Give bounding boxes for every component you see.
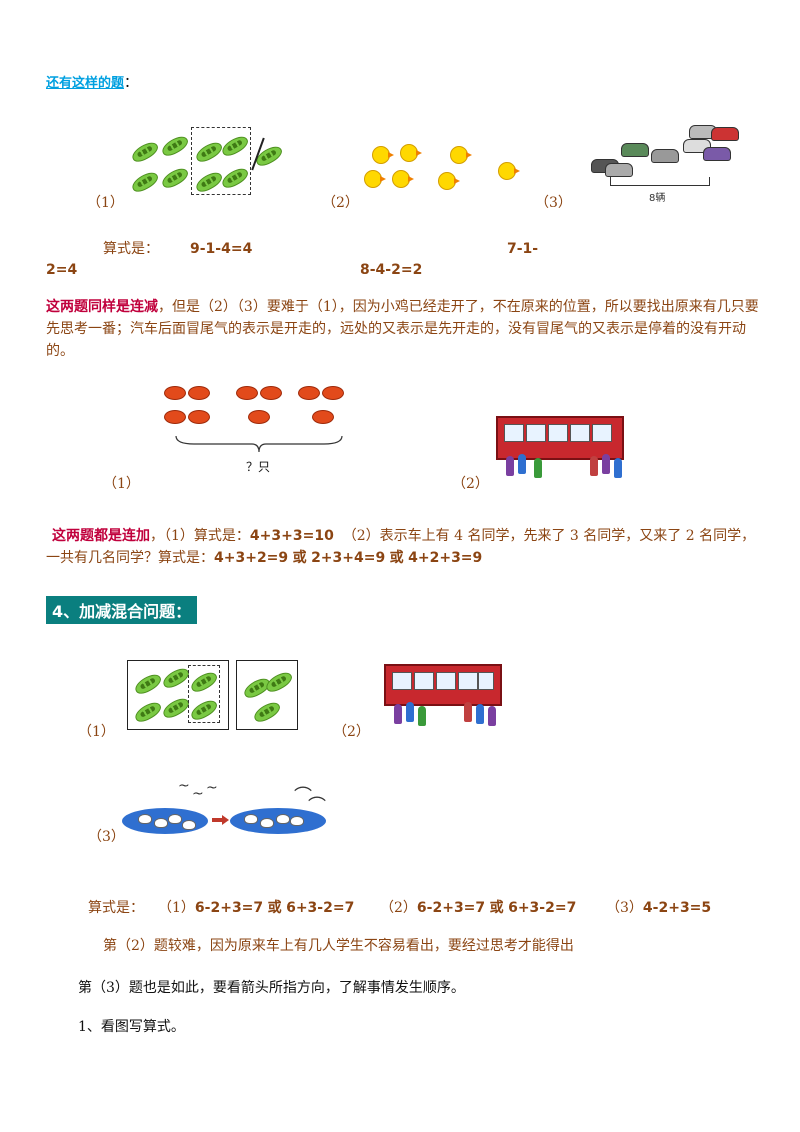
formula-2: 8-4-2=2 <box>360 262 423 278</box>
row3-label-1: （1） <box>78 724 115 740</box>
intro-colon: ： <box>124 75 139 91</box>
para2-or-2: 或 <box>389 550 404 566</box>
crabs-picture: ？只 <box>160 380 360 474</box>
section-4-heading: 4、加减混合问题： <box>46 596 198 624</box>
para2-formula-4: 4+2+3=9 <box>408 550 483 566</box>
peas-picture <box>125 125 285 196</box>
cars-picture: 8辆 <box>585 115 745 210</box>
note-1: 第（2）题较难，因为原来车上有几人学生不容易看出，要经过思考才能得出 <box>103 938 574 954</box>
row1-label-2: （2） <box>322 195 359 211</box>
para2-formula-3: 2+3+4=9 <box>311 550 386 566</box>
explanation-paragraph-2: 这两题都是连加，（1）算式是：4+3+3=10 （2）表示车上有 4 名同学，先… <box>46 525 761 569</box>
row3-label-2: （2） <box>333 724 370 740</box>
formula-3-part2: 2=4 <box>46 262 78 278</box>
formula-label: 算式是： <box>103 241 159 257</box>
arrow-icon <box>212 818 222 822</box>
bus-picture-2 <box>380 660 505 735</box>
para1-text: ，但是（2）（3）要难于（1），因为小鸡已经走开了，不在原来的位置，所以要找出原… <box>46 299 759 359</box>
para1-emphasis: 这两题同样是连减 <box>46 299 158 315</box>
para2-formula-2: 4+3+2=9 <box>214 550 289 566</box>
formulas4-item-3: （3）4-2+3=5 <box>606 897 711 919</box>
intro-heading-line: 还有这样的题： <box>46 72 138 95</box>
formulas4-label: 算式是： <box>88 900 144 916</box>
intro-heading[interactable]: 还有这样的题 <box>46 76 125 91</box>
formulas4-or-1: 或 <box>267 900 282 916</box>
brace-caption: ？只 <box>246 460 271 474</box>
cars-caption: 8辆 <box>649 193 666 204</box>
formulas4-b2: 6+3-2=7 <box>508 900 577 916</box>
para2-or-1: 或 <box>292 550 307 566</box>
formulas4-prefix-3: （3） <box>606 900 643 916</box>
formulas4-or-2: 或 <box>489 900 504 916</box>
explanation-paragraph-1: 这两题同样是连减，但是（2）（3）要难于（1），因为小鸡已经走开了，不在原来的位… <box>46 296 761 362</box>
para2-formula-1: 4+3+3=10 <box>249 528 334 544</box>
swans-picture: ~ ~ ~ ⌒ ⌒ <box>118 772 333 842</box>
formulas4-a3: 4-2+3=5 <box>642 900 712 916</box>
formulas4-prefix-1: （1） <box>158 900 195 916</box>
note-2: 第（3）题也是如此，要看箭头所指方向，了解事情发生顺序。 <box>78 980 465 996</box>
formulas4-item-1: （1）6-2+3=7 或 6+3-2=7 <box>158 897 354 919</box>
row1-label-3: （3） <box>535 195 572 211</box>
row2-label-2: （2） <box>452 476 489 492</box>
peas-box-left <box>127 660 229 730</box>
row1-label-1: （1） <box>87 195 124 211</box>
para2-text-1: ，（1）算式是： <box>150 528 250 544</box>
para2-text-2: （2）表示车上有 4 名同学，先来了 3 名同学，又来了 2 名同学，一共有几名… <box>46 528 756 566</box>
exercise-heading: 1、看图写算式。 <box>78 1019 185 1035</box>
formulas4-a2: 6-2+3=7 <box>416 900 486 916</box>
formulas4-b1: 6+3-2=7 <box>286 900 355 916</box>
brace-icon <box>175 435 343 453</box>
peas-box-right <box>236 660 298 730</box>
bus-picture-1 <box>490 410 630 485</box>
formulas4-prefix-2: （2） <box>380 900 417 916</box>
row3-label-3: （3） <box>88 829 125 845</box>
para2-emphasis: 这两题都是连加 <box>52 528 150 544</box>
formula-1: 9-1-4=4 <box>190 241 253 257</box>
formulas4-a1: 6-2+3=7 <box>194 900 264 916</box>
formulas4-item-2: （2）6-2+3=7 或 6+3-2=7 <box>380 897 576 919</box>
chicks-picture <box>360 140 520 195</box>
formula-3-part1: 7-1- <box>507 241 539 257</box>
row2-label-1: （1） <box>103 476 140 492</box>
